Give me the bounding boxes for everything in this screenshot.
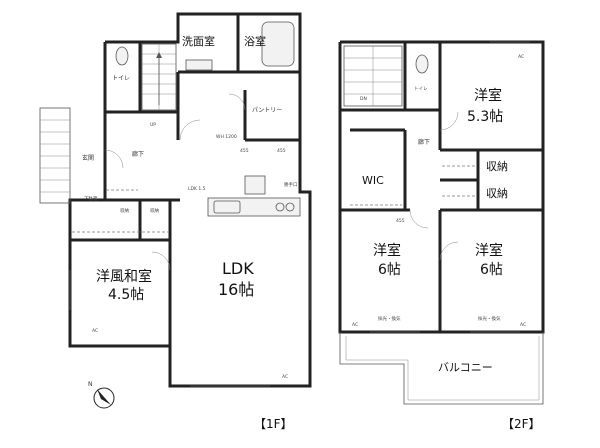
ac-2f-b: AC	[352, 322, 358, 328]
storage-b-label: 収納	[150, 207, 159, 214]
wic-label: WIC	[362, 174, 384, 187]
washitsu-name: 洋風和室	[96, 268, 152, 285]
hall-label-1f: 廊下	[132, 150, 144, 158]
toilet-label-1f: トイレ	[112, 75, 130, 82]
ldk-size: 16帖	[218, 280, 254, 299]
appliance-space	[244, 175, 266, 195]
ac-2f-a: AC	[518, 54, 524, 60]
ldk-name: LDK	[222, 259, 254, 278]
ac-2f-c: AC	[520, 322, 526, 328]
washroom-label: 洗面室	[182, 34, 215, 48]
toilet-label-2f: トイレ	[414, 87, 428, 92]
window-note-2: 採光・換気	[478, 315, 501, 322]
north-label: N	[88, 381, 93, 388]
pantry-label: パントリー	[252, 107, 282, 114]
ac-1f-a: AC	[92, 328, 98, 334]
kitchen-counter	[207, 197, 301, 217]
up-label-1f: UP	[150, 122, 156, 128]
floor-2-plan: トイレ 廊下 WIC 洋室 5.3帖 収納 収納 洋室 6帖 洋室 6帖 バルコ…	[338, 40, 545, 405]
storage-a-label: 収納	[120, 207, 129, 214]
wh-note: WH 1200	[216, 134, 237, 140]
bathroom-label: 浴室	[244, 34, 266, 48]
storage-2-label: 収納	[486, 187, 508, 200]
room-c-size: 6帖	[378, 262, 401, 278]
toilet-fixture-2f	[415, 54, 429, 74]
shoe-box-label: 下駄箱	[84, 195, 98, 202]
balcony-outline	[339, 332, 544, 405]
room-e-size: 6帖	[480, 262, 503, 278]
room-c-name: 洋室	[373, 242, 401, 259]
storage-1-label: 収納	[486, 160, 508, 173]
dim-455-c: 455	[396, 218, 405, 224]
floor-2-label: 【2F】	[502, 417, 541, 431]
room-ne-size: 5.3帖	[467, 109, 503, 125]
hall-label-2f: 廊下	[418, 138, 430, 146]
porch-steps	[39, 107, 71, 204]
ldk-note: LDK 1.5	[188, 186, 206, 192]
entrance-label: 玄関	[82, 154, 94, 162]
dim-455-a: 455	[240, 148, 249, 154]
down-label-2f: DN	[360, 96, 367, 102]
kitchen-sink	[213, 200, 241, 214]
balcony-label: バルコニー	[438, 361, 493, 374]
stairs-2f	[343, 45, 403, 107]
window-note-1: 採光・換気	[378, 315, 401, 322]
wash-basin	[185, 59, 213, 71]
floor-1-label: 【1F】	[254, 417, 293, 431]
bathtub	[261, 21, 295, 67]
north-compass: N	[88, 381, 115, 409]
kitchen-note: 勝手口	[284, 181, 298, 188]
room-e-name: 洋室	[475, 242, 503, 259]
toilet-fixture	[115, 46, 129, 66]
stove-burner	[275, 202, 285, 212]
room-ne-name: 洋室	[474, 87, 502, 104]
washitsu-size: 4.5帖	[108, 287, 144, 303]
ac-1f-b: AC	[282, 374, 288, 380]
floor-1-plan: 洗面室 浴室 トイレ パントリー 廊下 玄関 下駄箱 収納 収納 洋風和室 4.…	[39, 12, 312, 388]
dim-455-b: 455	[277, 148, 286, 154]
